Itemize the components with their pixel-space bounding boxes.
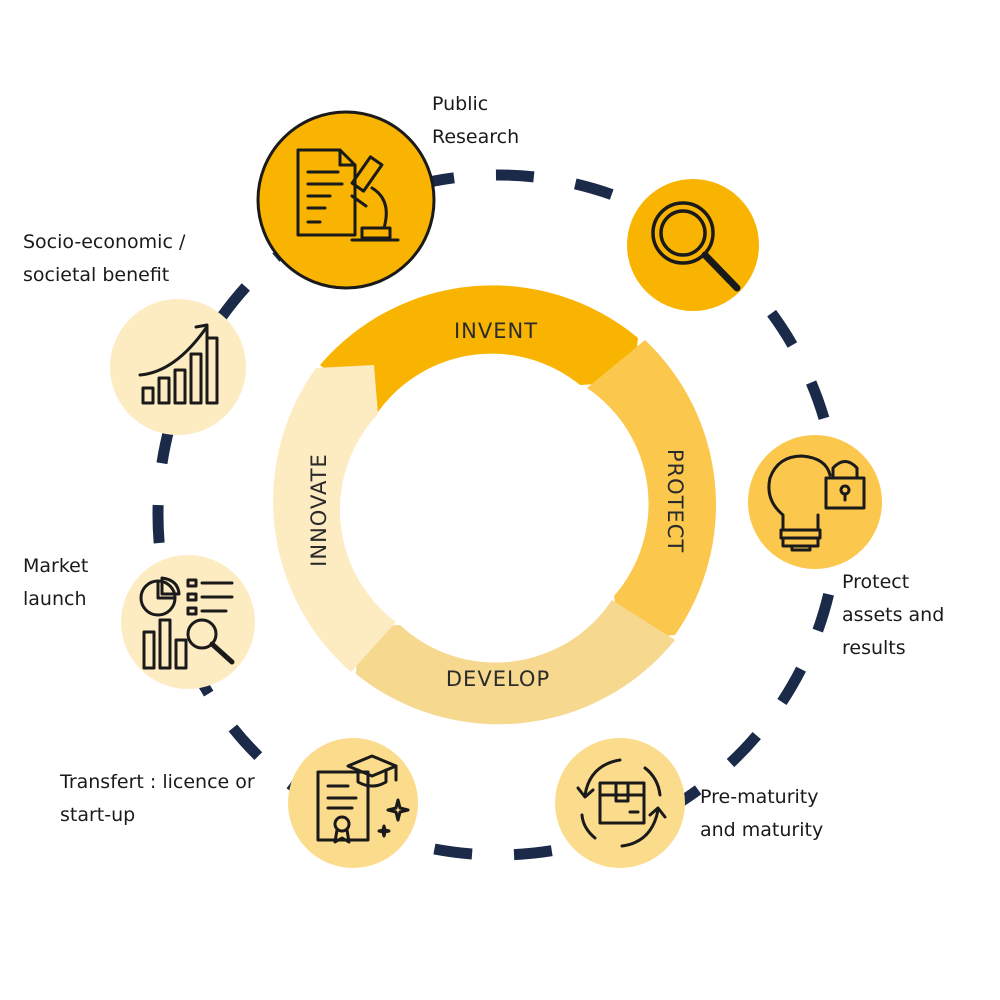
- stage-search: [627, 179, 759, 311]
- diploma-cap-icon: [316, 754, 410, 844]
- box-cycle-icon: [576, 758, 667, 848]
- ring-segment-protect: [587, 340, 716, 640]
- label-line: Pre-maturity: [700, 786, 819, 808]
- label-line: societal benefit: [23, 264, 170, 286]
- stage-transfer: [288, 738, 418, 868]
- growth-chart-icon: [138, 323, 219, 405]
- label-line: assets and: [842, 604, 945, 626]
- label-public-research: Public Research: [432, 88, 519, 154]
- label-pre-maturity: Pre-maturity and maturity: [700, 781, 823, 847]
- label-line: Research: [432, 126, 520, 148]
- stage-market-launch: [121, 555, 255, 689]
- ring-label-innovate: INNOVATE: [307, 453, 331, 567]
- label-line: Market: [23, 555, 89, 577]
- ring-label-protect: PROTECT: [663, 449, 687, 553]
- label-protect-assets: Protect assets and results: [842, 566, 944, 665]
- stage-protect-assets: [748, 435, 882, 569]
- label-line: Socio-economic /: [23, 231, 186, 253]
- document-microscope-icon: [296, 148, 400, 242]
- label-market-launch: Market launch: [23, 550, 88, 616]
- label-transfer: Transfert : licence or start-up: [60, 766, 255, 832]
- ring-label-invent: INVENT: [454, 319, 538, 343]
- market-analysis-icon: [139, 576, 235, 670]
- label-line: start-up: [60, 804, 136, 826]
- label-line: results: [842, 637, 906, 659]
- ring-segment-develop: [356, 600, 675, 725]
- label-line: Protect: [842, 571, 910, 593]
- label-line: Transfert : licence or: [60, 771, 255, 793]
- stage-societal-benefit: [110, 299, 246, 435]
- ring-label-develop: DEVELOP: [446, 667, 550, 691]
- stage-public-research: [256, 110, 436, 290]
- stage-pre-maturity: [555, 738, 685, 868]
- label-line: launch: [23, 588, 87, 610]
- ring-segment-innovate: [273, 365, 396, 672]
- label-line: Public: [432, 93, 489, 115]
- magnifying-glass-icon: [651, 201, 741, 292]
- lightbulb-lock-icon: [767, 454, 866, 552]
- label-line: and maturity: [700, 819, 824, 841]
- ring-segment-invent: [320, 285, 638, 412]
- label-societal-benefit: Socio-economic / societal benefit: [23, 226, 185, 292]
